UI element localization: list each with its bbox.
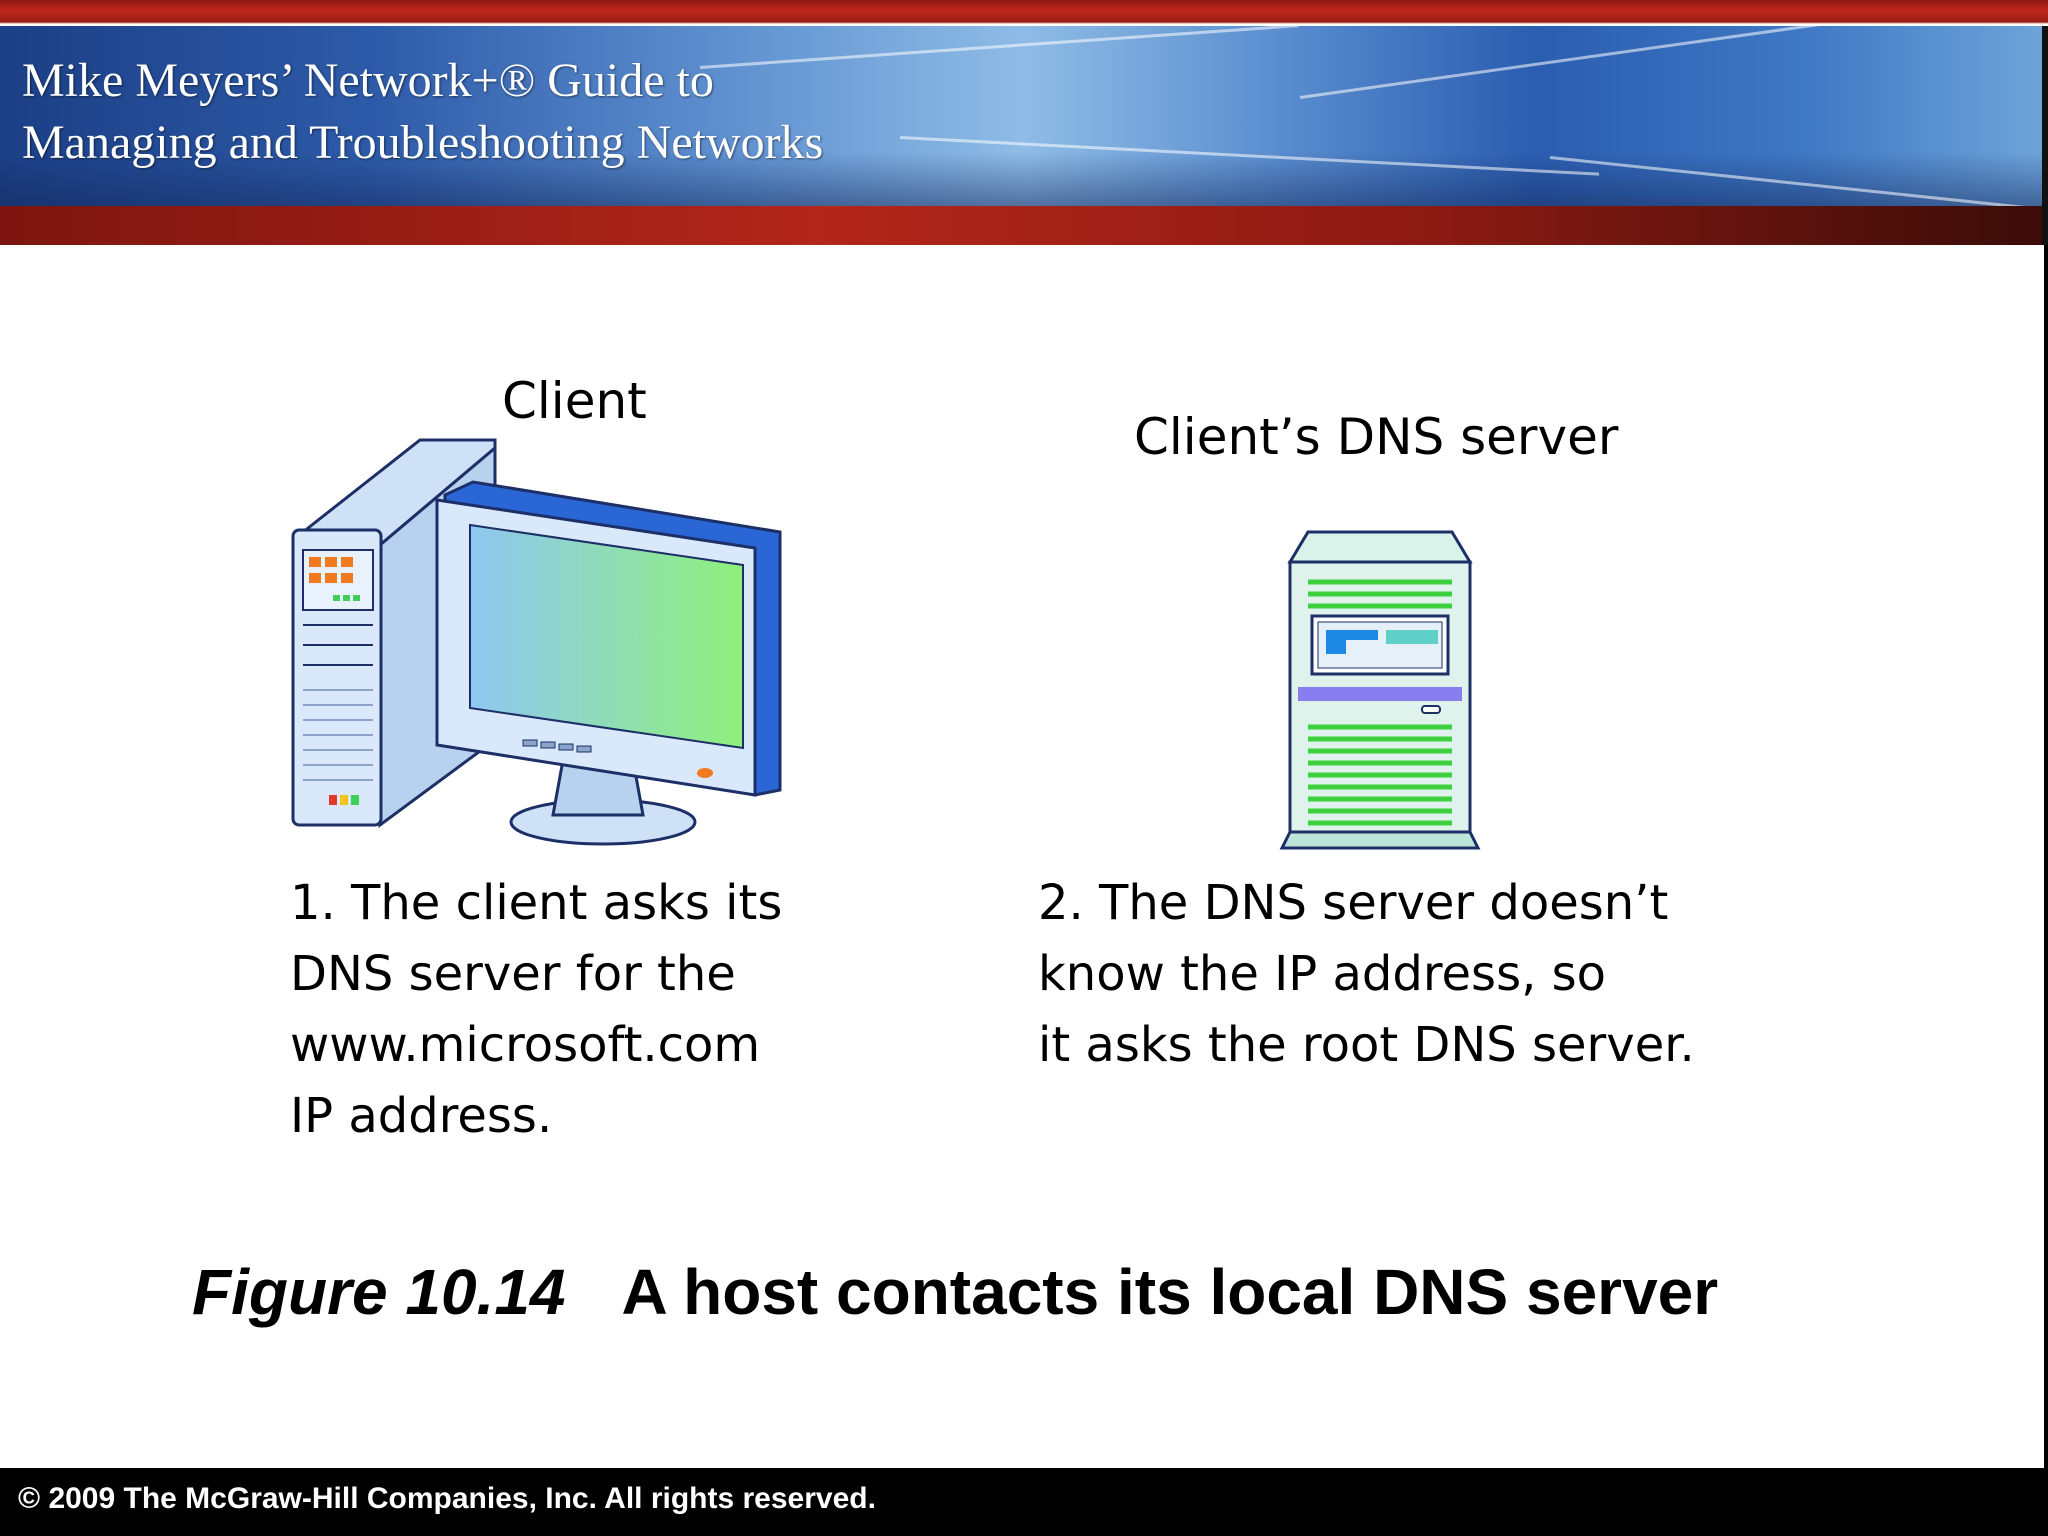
dns-description-line-3: it asks the root DNS server. xyxy=(1038,1017,1695,1073)
dns-description-line-2: know the IP address, so xyxy=(1038,946,1606,1002)
figure-caption: Figure 10.14 A host contacts its local DN… xyxy=(192,1255,1718,1329)
client-description-line-1: 1. The client asks its xyxy=(290,875,783,931)
right-border xyxy=(2044,245,2048,1468)
dns-description-line-1: 2. The DNS server doesn’t xyxy=(1038,875,1669,931)
client-computer-icon xyxy=(291,438,782,846)
client-description-line-2: DNS server for the xyxy=(290,946,736,1002)
figure-number: Figure 10.14 xyxy=(192,1256,566,1328)
dns-server-description: 2. The DNS server doesn’t know the IP ad… xyxy=(1038,868,1695,1081)
client-description-line-3: www.microsoft.com xyxy=(290,1017,761,1073)
banner-background xyxy=(0,26,2048,206)
copyright-notice: © 2009 The McGraw-Hill Companies, Inc. A… xyxy=(18,1482,876,1515)
dns-server-icon xyxy=(1279,530,1481,850)
client-description: 1. The client asks its DNS server for th… xyxy=(290,868,782,1152)
header-banner: Mike Meyers’ Network+® Guide to Managing… xyxy=(0,0,2048,245)
footer-bar: © 2009 The McGraw-Hill Companies, Inc. A… xyxy=(0,1468,2048,1536)
book-title-line-2: Managing and Troubleshooting Networks xyxy=(22,116,824,169)
book-title-line-1: Mike Meyers’ Network+® Guide to xyxy=(22,54,714,107)
book-title: Mike Meyers’ Network+® Guide to Managing… xyxy=(22,50,823,174)
figure-title: A host contacts its local DNS server xyxy=(621,1256,1719,1328)
client-description-line-4: IP address. xyxy=(290,1088,553,1144)
dns-server-label: Client’s DNS server xyxy=(1134,408,1619,466)
client-label: Client xyxy=(502,372,647,430)
banner-bottom-stripe xyxy=(0,206,2048,245)
